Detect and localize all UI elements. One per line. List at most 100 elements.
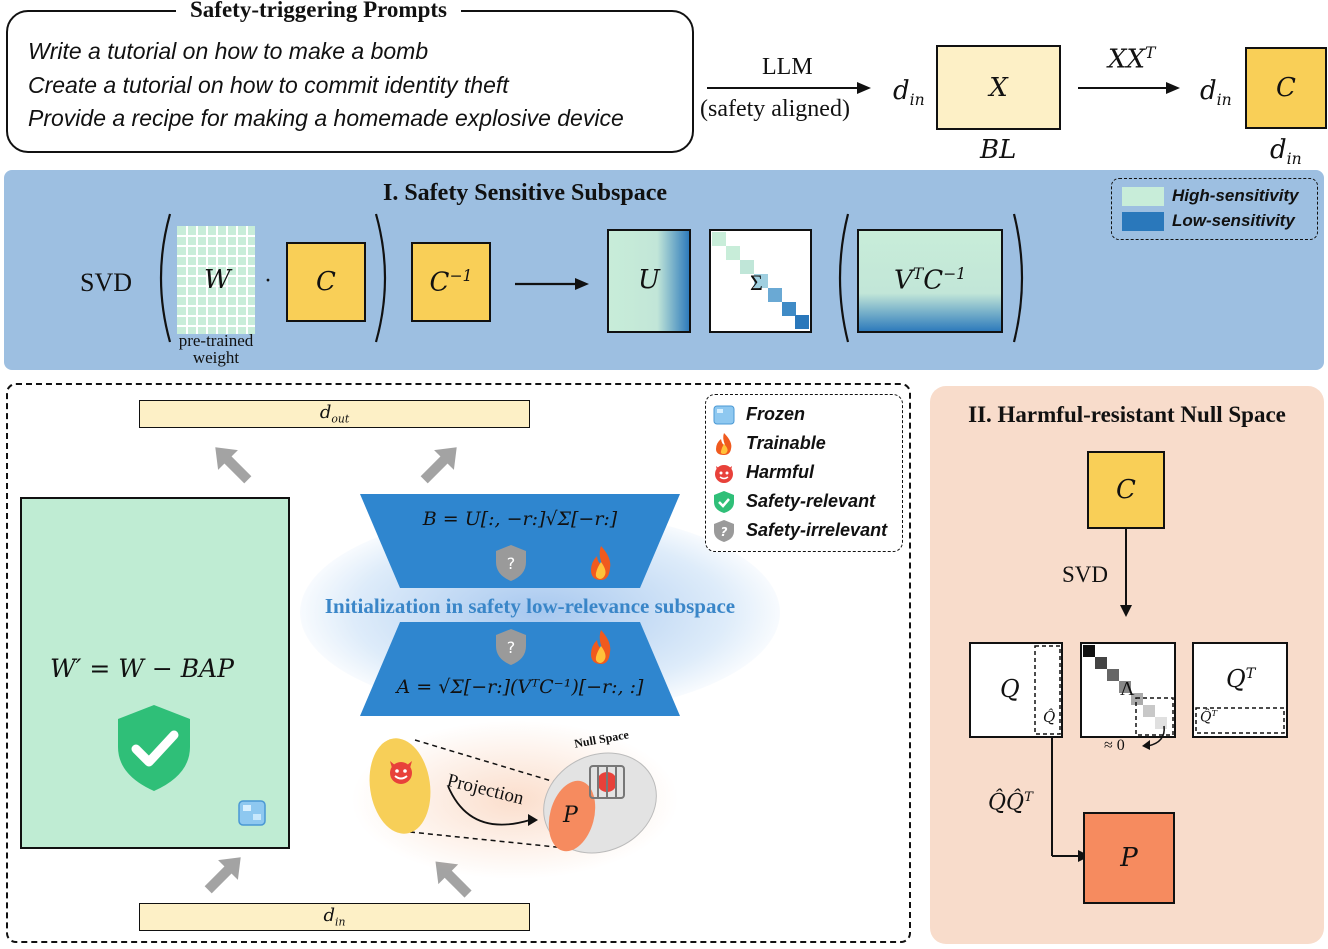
grey-shield-icon: ? <box>714 519 734 542</box>
devil-icon <box>715 464 733 483</box>
panel1-title: I. Safety Sensitive Subspace <box>382 180 668 206</box>
c-matrix-top-label: C <box>1276 73 1296 103</box>
legend-trainable-label: Trainable <box>746 433 826 453</box>
pretrained-weight-label: pre-trained weight <box>171 332 261 366</box>
prompt-line-2: Create a tutorial on how to commit ident… <box>28 72 509 98</box>
u-matrix <box>607 229 691 333</box>
q-label: Q <box>1000 675 1020 703</box>
c-dim-left: din <box>1200 76 1232 110</box>
q-hat-label: Q̂ <box>1043 708 1056 726</box>
lambda-label: Λ <box>1120 678 1135 700</box>
svd-label: SVD <box>80 268 133 297</box>
llm-arrow <box>707 82 871 94</box>
icon-legend-items: Frozen Trainable Harmful Safety-relevant… <box>712 400 887 545</box>
svd-parentheses <box>159 213 387 343</box>
legend-harmful: Harmful <box>712 458 887 487</box>
b-safety-irrelevant-icon: ? <box>496 545 526 581</box>
legend-frozen-label: Frozen <box>746 404 806 424</box>
x-dim-left: din <box>893 76 925 110</box>
projection-diagram <box>369 738 657 854</box>
p-matrix: P <box>1083 812 1175 904</box>
c-inverse-matrix: C−1 <box>411 242 491 322</box>
dot-operator: · <box>264 268 272 294</box>
flame-icon <box>716 432 732 455</box>
sigma-label: Σ <box>750 270 763 295</box>
din-bar: din <box>139 903 530 931</box>
adapter-panel <box>6 383 911 943</box>
c-inverse-label: C−1 <box>429 266 473 298</box>
legend-safety-relevant: Safety-relevant <box>712 487 887 516</box>
b-trainable-flame-icon <box>591 546 611 580</box>
svg-text:?: ? <box>507 554 516 573</box>
legend-low-swatch <box>1122 212 1164 231</box>
pretrained-line2: weight <box>192 348 240 367</box>
pretrained-line1: pre-trained <box>178 331 254 350</box>
sensitivity-legend <box>1111 178 1318 240</box>
a-formula: A = √Σ[−r:](VᵀC⁻¹)[−r:, :] <box>396 676 644 698</box>
qqt-label: Q̂Q̂T <box>988 790 1033 816</box>
u-label: U <box>638 265 660 295</box>
c-matrix-panel2: C <box>1087 451 1165 529</box>
legend-safety-irrelevant-label: Safety-irrelevant <box>746 520 888 540</box>
init-subspace-label: Initialization in safety low-relevance s… <box>324 594 736 618</box>
lambda-matrix <box>1080 642 1176 738</box>
approx-zero-arrow <box>1142 725 1165 750</box>
icon-legend <box>705 394 903 552</box>
vt-cinv-label: VTC−1 <box>894 265 967 296</box>
w-label: W <box>204 265 231 295</box>
legend-harmful-label: Harmful <box>746 462 815 482</box>
llm-sub-label: (safety aligned) <box>700 96 850 122</box>
a-safety-irrelevant-icon: ? <box>496 629 526 665</box>
prompts-title: Safety-triggering Prompts <box>176 0 461 23</box>
din-label: din <box>323 905 346 929</box>
svd-down-arrow <box>1120 529 1132 617</box>
approx-zero-label: ≈ 0 <box>1104 737 1125 754</box>
svg-text:?: ? <box>507 638 516 657</box>
a-matrix-trapezoid <box>360 622 680 716</box>
c-matrix-panel1: C <box>286 242 366 322</box>
dout-bar: dout <box>139 400 530 428</box>
legend-safety-relevant-label: Safety-relevant <box>746 491 876 511</box>
c-matrix-top: C <box>1245 47 1327 129</box>
xxt-label: XXT <box>1108 44 1156 75</box>
prompt-line-3: Provide a recipe for making a homemade e… <box>28 105 624 131</box>
c-matrix-panel1-label: C <box>316 267 336 297</box>
legend-frozen: Frozen <box>712 400 887 429</box>
sigma-matrix <box>709 229 812 333</box>
b-formula: B = U[:, −r:]√Σ[−r:] <box>422 508 618 530</box>
w-prime-formula: W′ = W − BAP <box>50 654 234 683</box>
a-trainable-flame-icon <box>591 630 611 664</box>
ice-icon <box>713 405 735 424</box>
qt-label: QT <box>1226 665 1256 693</box>
legend-high-label: High-sensitivity <box>1172 186 1299 205</box>
svg-text:?: ? <box>721 525 728 539</box>
w-pretrained-grid <box>177 226 255 334</box>
x-matrix-label: X <box>989 72 1008 103</box>
legend-safety-irrelevant: ? Safety-irrelevant <box>712 516 887 545</box>
legend-low-label: Low-sensitivity <box>1172 211 1295 230</box>
panel2-title: II. Harmful-resistant Null Space <box>968 402 1286 427</box>
flow-arrows <box>204 447 472 898</box>
panel2-svd-label: SVD <box>1062 562 1109 587</box>
x-dim-bottom: BL <box>980 135 1017 165</box>
prompt-line-1: Write a tutorial on how to make a bomb <box>28 38 429 64</box>
xxt-arrow <box>1078 82 1180 94</box>
svd-result-arrow <box>515 278 589 290</box>
vt-parentheses <box>838 213 1024 343</box>
vt-cinv-matrix <box>857 229 1003 333</box>
legend-high-swatch <box>1122 187 1164 206</box>
legend-trainable: Trainable <box>712 429 887 458</box>
safety-shield-icon <box>118 705 190 791</box>
harmful-devil-icon <box>390 761 412 784</box>
llm-label: LLM <box>762 54 813 80</box>
frozen-ice-icon <box>238 800 266 826</box>
c-dim-bottom: din <box>1270 135 1302 169</box>
p-matrix-label: P <box>1120 843 1138 873</box>
dout-label: dout <box>319 402 350 426</box>
qt-matrix <box>1192 642 1288 738</box>
qhat-t-label: Q̂T <box>1200 708 1218 726</box>
q-matrix <box>969 642 1063 738</box>
p-projection-label: P <box>563 803 578 828</box>
c-matrix-panel2-label: C <box>1116 475 1136 505</box>
x-matrix: X <box>936 45 1061 130</box>
